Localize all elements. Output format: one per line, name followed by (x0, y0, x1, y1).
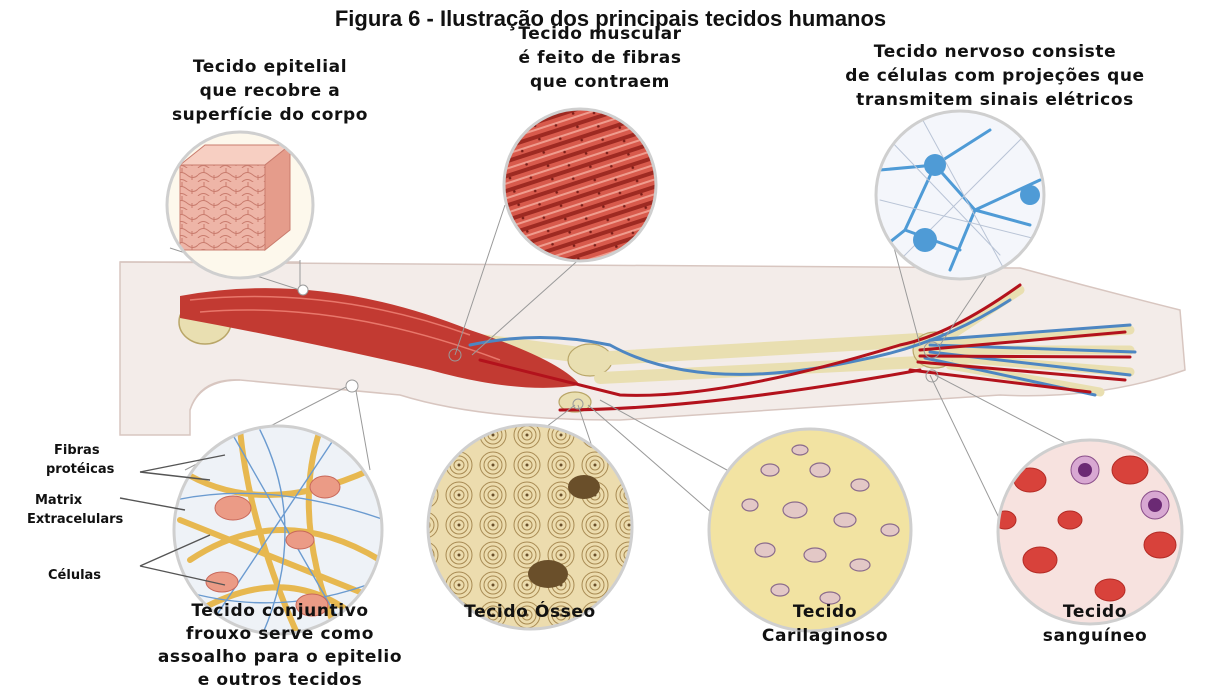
muscle-tissue-circle (504, 109, 656, 261)
callout-celulas: Células (48, 566, 101, 585)
callout-fibras: Fibras protéicas (40, 441, 114, 479)
callout-matrix: Matrix Extracelulars (27, 491, 123, 529)
label-nervous: Tecido nervoso consiste de células com p… (790, 40, 1200, 112)
nervous-tissue-circle (876, 111, 1044, 280)
label-blood: Tecido sanguíneo (1020, 600, 1170, 648)
label-muscle: Tecido muscular é feito de fibras que co… (460, 22, 740, 94)
label-bone: Tecido Ósseo (430, 600, 630, 624)
epithelial-tissue-circle (167, 132, 313, 278)
label-connective: Tecido conjuntivo frouxo serve como asso… (130, 600, 430, 692)
bone-tissue-circle (428, 425, 632, 629)
label-epithelial: Tecido epitelial que recobre a superfíci… (135, 55, 405, 127)
blood-tissue-circle (994, 440, 1182, 624)
label-cartilage: Tecido Carilaginoso (740, 600, 910, 648)
